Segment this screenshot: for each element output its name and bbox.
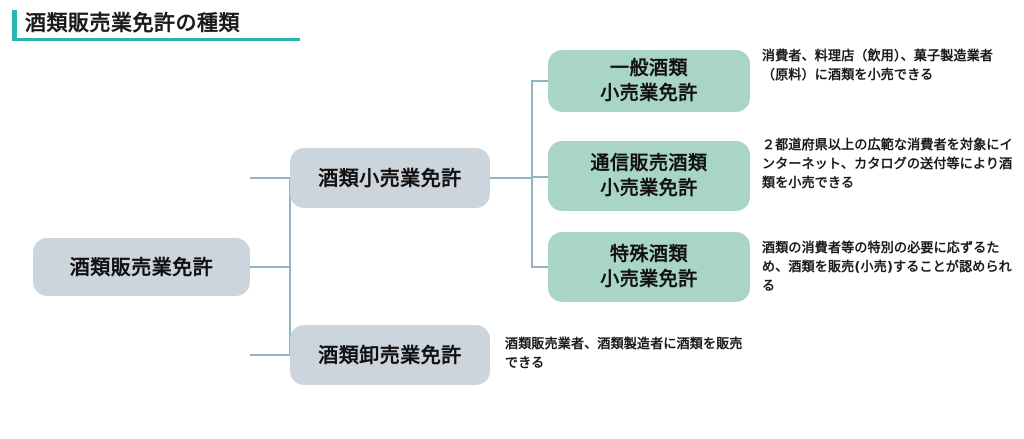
page-title-block: 酒類販売業免許の種類: [12, 8, 302, 44]
node-special-retail-label-line2: 小売業免許: [600, 268, 698, 290]
node-special-retail-license[interactable]: 特殊酒類 小売業免許: [548, 232, 750, 302]
node-general-retail-label-line1: 一般酒類: [609, 57, 688, 80]
node-root-label: 酒類販売業免許: [69, 255, 214, 279]
connector-retail-to-trunk: [490, 177, 532, 179]
node-mailorder-retail-label-line1: 通信販売酒類: [590, 152, 708, 175]
connector-trunk-level2: [531, 81, 533, 267]
connector-trunk-level1: [289, 178, 291, 356]
node-general-retail-label-line2: 小売業免許: [600, 82, 698, 104]
node-wholesale-label: 酒類卸売業免許: [318, 343, 462, 367]
title-underline: [12, 38, 300, 41]
description-mailorder-retail-license: ２都道府県以上の広範な消費者を対象にインターネット、カタログの送付等により酒類を…: [762, 138, 1013, 191]
description-wholesale-license: 酒類販売業者、酒類製造者に酒類を販売できる: [505, 337, 743, 371]
node-special-retail-label-line1: 特殊酒類: [609, 243, 688, 266]
page-title: 酒類販売業免許の種類: [25, 11, 240, 35]
node-wholesale-license[interactable]: 酒類卸売業免許: [290, 325, 490, 385]
description-general-retail-license: 消費者、料理店（飲用）、菓子製造業者（原料）に酒類を小売できる: [762, 49, 994, 83]
node-mailorder-retail-label-line2: 小売業免許: [600, 177, 698, 199]
node-general-retail-license[interactable]: 一般酒類 小売業免許: [548, 50, 750, 112]
connector-to-general-license: [531, 80, 549, 82]
node-mailorder-retail-license[interactable]: 通信販売酒類 小売業免許: [548, 141, 750, 211]
connector-to-mailorder-license: [531, 176, 549, 178]
node-retail-label: 酒類小売業免許: [318, 166, 462, 190]
connector-to-special-license: [531, 266, 549, 268]
node-retail-license[interactable]: 酒類小売業免許: [290, 148, 490, 208]
node-root-license[interactable]: 酒類販売業免許: [33, 238, 250, 296]
connector-to-retail-license: [250, 177, 291, 179]
connector-to-wholesale-license: [250, 354, 291, 356]
connector-root-to-trunk: [250, 266, 290, 268]
description-special-retail-license: 酒類の消費者等の特別の必要に応ずるため、酒類を販売(小売)することが認められる: [762, 241, 1012, 294]
title-accent-bar-icon: [12, 10, 17, 38]
